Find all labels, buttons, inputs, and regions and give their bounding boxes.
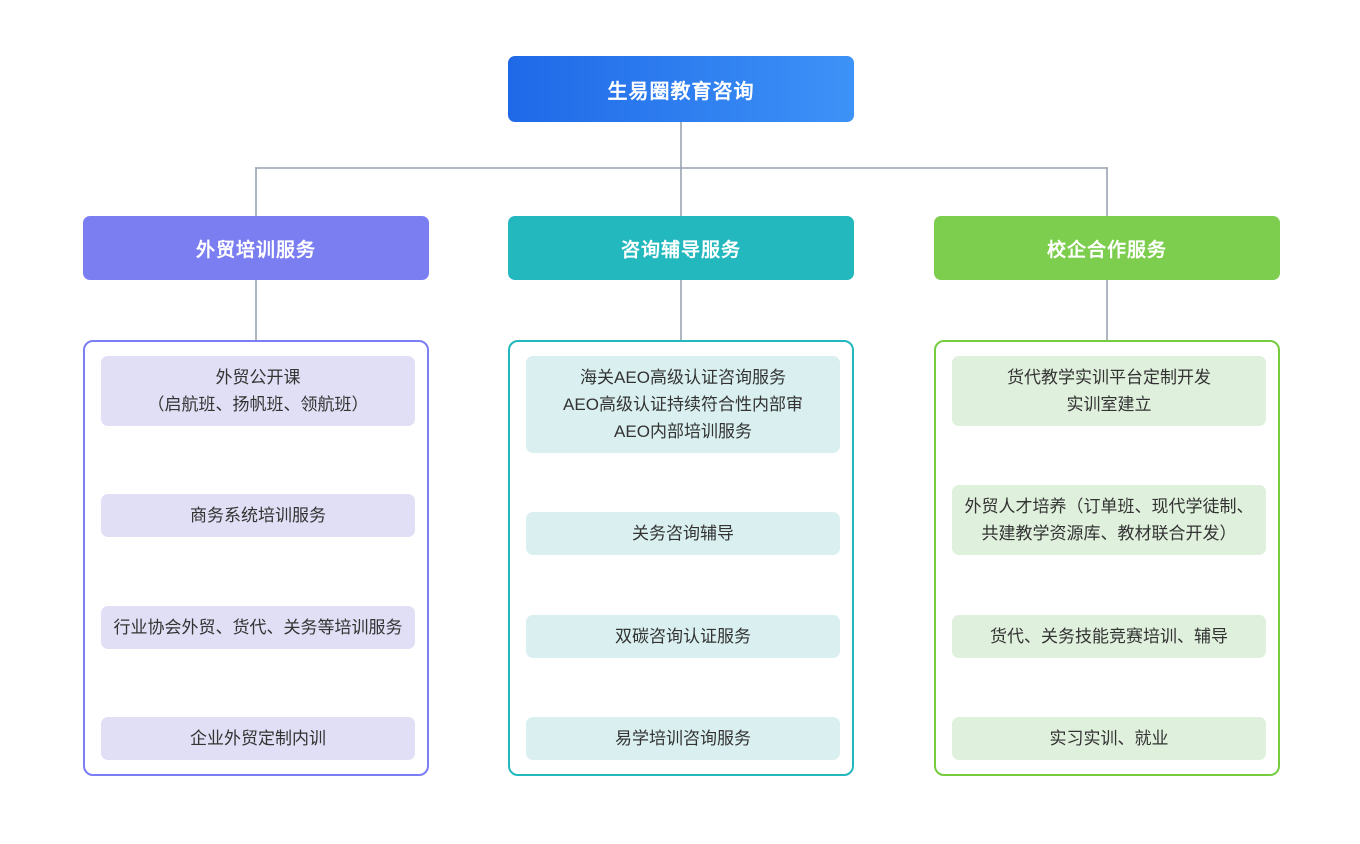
branch-header-label-1: 咨询辅导服务 — [620, 239, 741, 261]
branch-header-1[interactable]: 咨询辅导服务 — [508, 216, 854, 280]
leaf-node[interactable]: 实习实训、就业 — [952, 716, 1266, 760]
branch-column-1: 咨询辅导服务 海关AEO高级认证咨询服务 AEO高级认证持续符合性内部审 AEO… — [508, 216, 854, 776]
leaf-node[interactable]: 外贸公开课 （启航班、扬帆班、领航班） — [101, 356, 415, 426]
leaf-node[interactable]: 货代教学实训平台定制开发 实训室建立 — [952, 356, 1266, 426]
branch-header-2[interactable]: 校企合作服务 — [934, 216, 1280, 280]
leaf-node[interactable]: 商务系统培训服务 — [101, 494, 415, 538]
branch-header-0[interactable]: 外贸培训服务 — [83, 216, 429, 280]
branch-body-2: 货代教学实训平台定制开发 实训室建立 外贸人才培养（订单班、现代学徒制、共建教学… — [934, 340, 1280, 776]
leaf-node[interactable]: 关务咨询辅导 — [526, 512, 840, 556]
leaf-node[interactable]: 货代、关务技能竞赛培训、辅导 — [952, 614, 1266, 658]
leaf-node[interactable]: 行业协会外贸、货代、关务等培训服务 — [101, 605, 415, 649]
root-node-label: 生易圈教育咨询 — [607, 80, 755, 103]
branch-column-2: 校企合作服务 货代教学实训平台定制开发 实训室建立 外贸人才培养（订单班、现代学… — [934, 216, 1280, 776]
branch-body-0: 外贸公开课 （启航班、扬帆班、领航班） 商务系统培训服务 行业协会外贸、货代、关… — [83, 340, 429, 776]
root-node[interactable]: 生易圈教育咨询 — [508, 56, 854, 122]
leaf-node[interactable]: 企业外贸定制内训 — [101, 716, 415, 760]
leaf-node[interactable]: 易学培训咨询服务 — [526, 716, 840, 760]
leaf-node[interactable]: 双碳咨询认证服务 — [526, 614, 840, 658]
leaf-node[interactable]: 外贸人才培养（订单班、现代学徒制、共建教学资源库、教材联合开发） — [952, 485, 1266, 556]
branch-header-label-2: 校企合作服务 — [1046, 239, 1167, 261]
branch-header-label-0: 外贸培训服务 — [195, 239, 316, 261]
branch-body-1: 海关AEO高级认证咨询服务 AEO高级认证持续符合性内部审 AEO内部培训服务 … — [508, 340, 854, 776]
leaf-node[interactable]: 海关AEO高级认证咨询服务 AEO高级认证持续符合性内部审 AEO内部培训服务 — [526, 356, 840, 453]
branch-column-0: 外贸培训服务 外贸公开课 （启航班、扬帆班、领航班） 商务系统培训服务 行业协会… — [83, 216, 429, 776]
